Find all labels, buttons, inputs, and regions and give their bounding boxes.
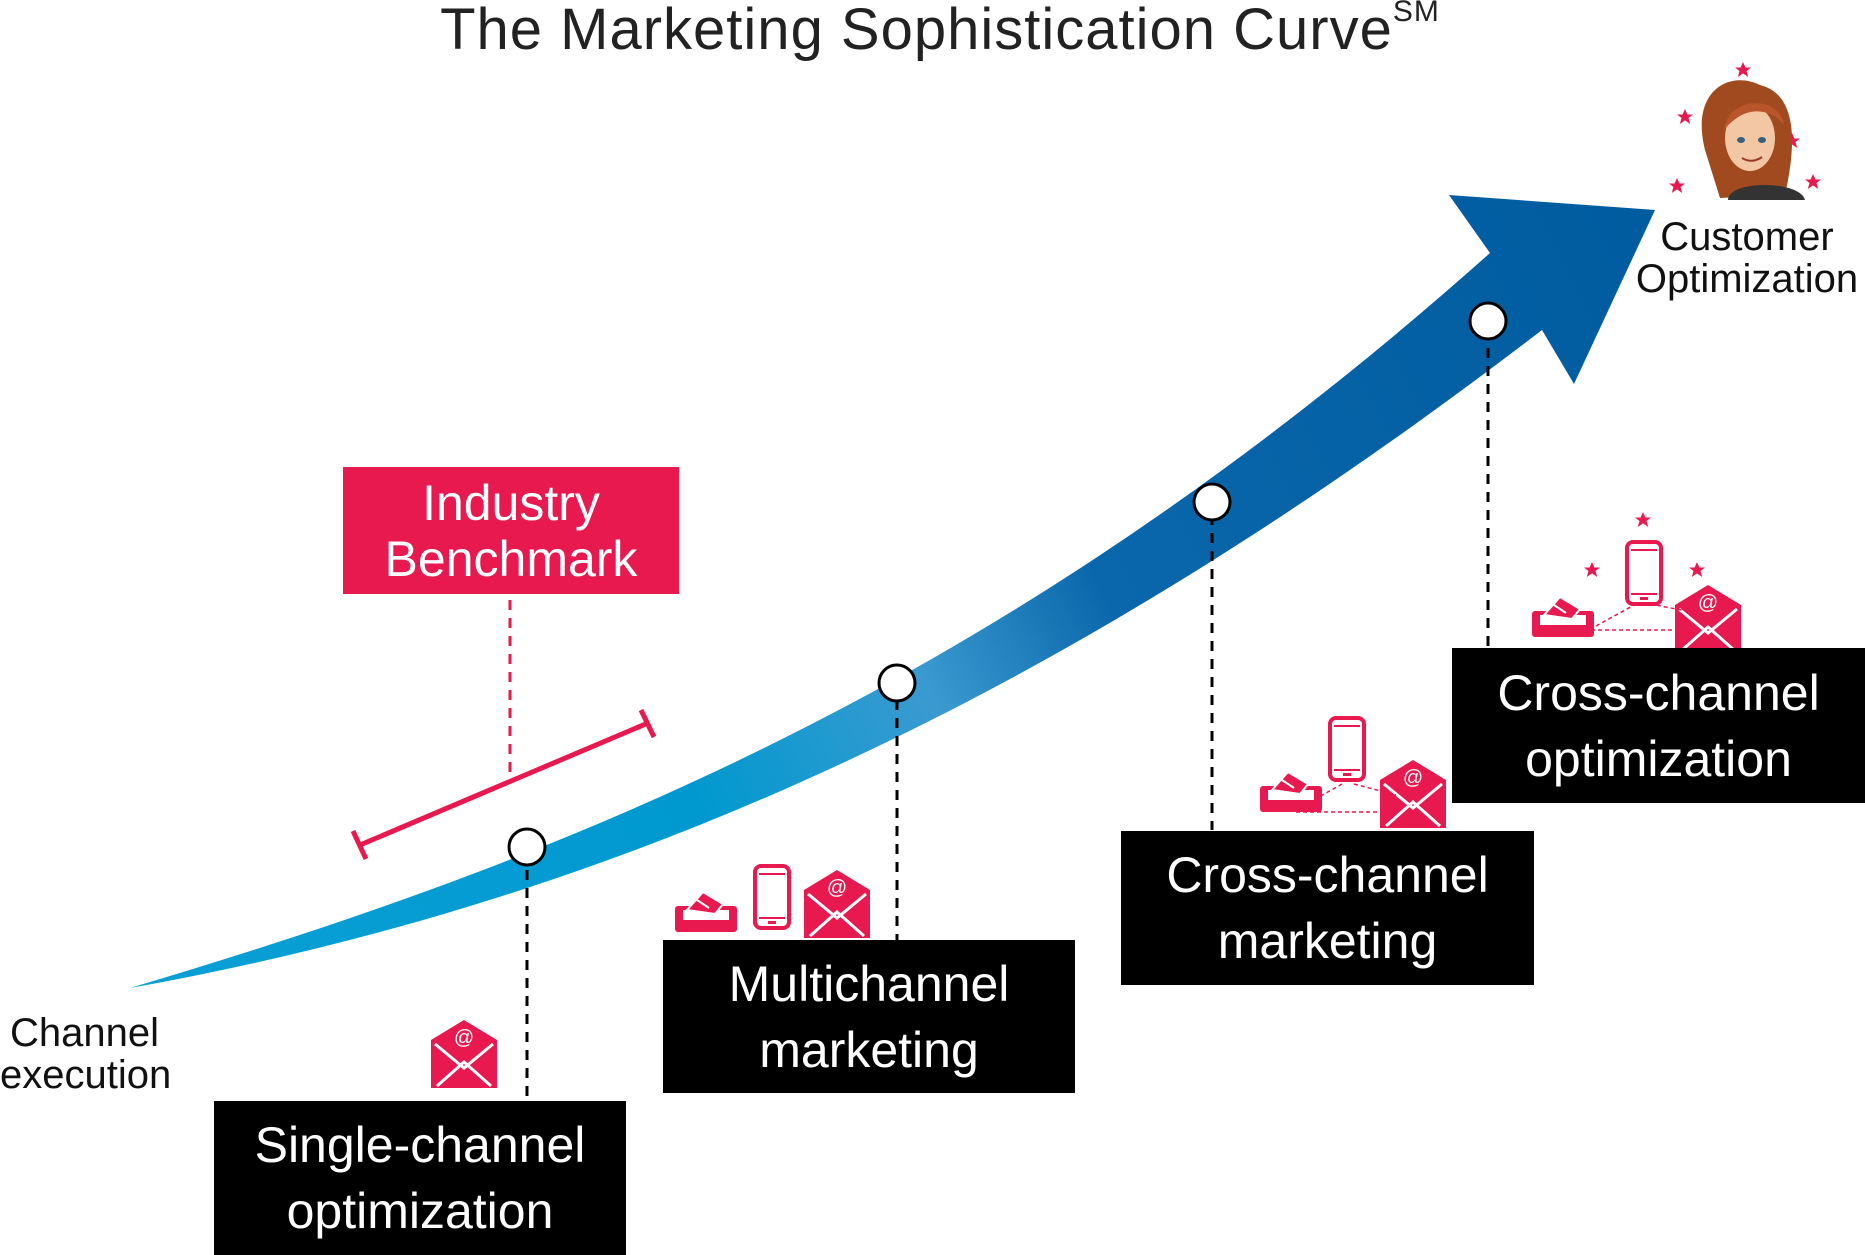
stage-multichannel-marketing: Multichannel marketing bbox=[663, 940, 1075, 1093]
mobile-phone-icon bbox=[753, 864, 791, 930]
direct-mail-icon bbox=[1531, 596, 1595, 638]
email-envelope-icon bbox=[1673, 583, 1743, 655]
stage-3-marker bbox=[1192, 482, 1232, 522]
email-envelope-icon bbox=[429, 1018, 499, 1090]
stage-2-marker bbox=[877, 663, 917, 703]
stage-4-icons bbox=[1531, 512, 1743, 655]
star-icon bbox=[1584, 562, 1600, 577]
woman-avatar-icon bbox=[1669, 62, 1821, 200]
diagram-title: The Marketing Sophistication CurveSM bbox=[440, 0, 1440, 62]
stage-1-icons bbox=[429, 1018, 499, 1090]
mobile-phone-icon bbox=[1625, 540, 1663, 606]
stage-3-icons bbox=[1259, 716, 1448, 830]
direct-mail-icon bbox=[1259, 771, 1323, 813]
star-icon bbox=[1635, 512, 1651, 527]
stage-1-marker bbox=[507, 827, 547, 867]
stage-cross-channel-optimization: Cross-channel optimization bbox=[1452, 648, 1865, 803]
stage-4-marker bbox=[1468, 301, 1508, 341]
stage-single-channel-optimization: Single-channel optimization bbox=[214, 1101, 626, 1255]
email-envelope-icon bbox=[802, 868, 872, 940]
sophistication-arrow bbox=[130, 195, 1655, 988]
end-label: Customer Optimization bbox=[1635, 215, 1859, 301]
start-label: Channel execution bbox=[0, 1011, 172, 1097]
stage-2-icons bbox=[674, 864, 872, 940]
industry-benchmark-box: Industry Benchmark bbox=[343, 467, 679, 594]
star-icon bbox=[1689, 562, 1705, 577]
stage-cross-channel-marketing: Cross-channel marketing bbox=[1121, 831, 1534, 985]
direct-mail-icon bbox=[674, 891, 738, 933]
mobile-phone-icon bbox=[1328, 716, 1366, 782]
benchmark-range-bar bbox=[350, 708, 657, 861]
stage-connectors bbox=[525, 330, 1490, 1100]
